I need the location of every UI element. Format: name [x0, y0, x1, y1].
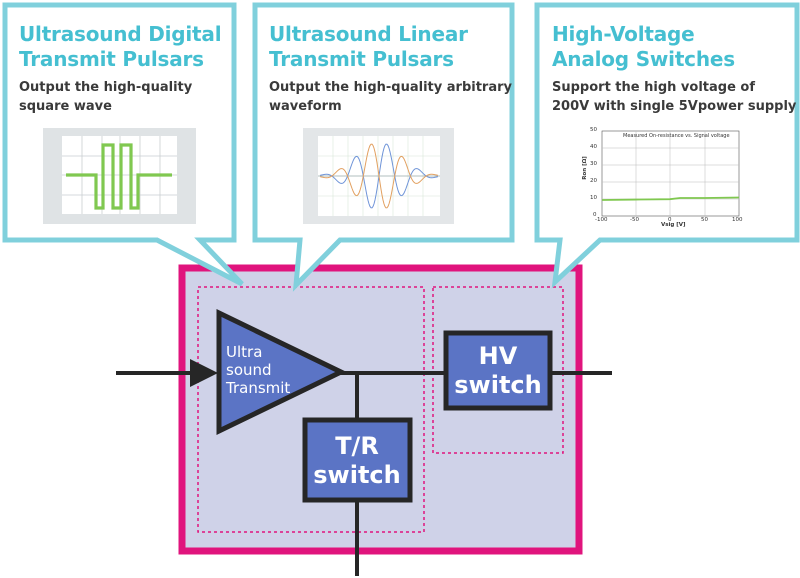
- hv-switch-title-line2: Analog Switches: [552, 47, 735, 71]
- hv-switch-block: [443, 330, 553, 411]
- plot-ylabel: Ron [Ω]: [581, 156, 588, 180]
- square-wave-thumbnail: [43, 128, 196, 224]
- transmit-amplifier: [216, 309, 347, 435]
- digital-pulsar-desc: Output the high-quality square wave: [19, 78, 192, 116]
- linear-pulsar-desc-line2: waveform: [269, 99, 342, 114]
- xtick: 50: [701, 217, 708, 223]
- linear-pulsar-title-line2: Transmit Pulsars: [269, 47, 454, 71]
- linear-pulsar-desc-line1: Output the high-quality arbitrary: [269, 80, 512, 95]
- digital-pulsar-title-line1: Ultrasound Digital: [19, 22, 222, 46]
- ytick: 20: [590, 178, 597, 184]
- linear-pulsar-title: Ultrasound Linear Transmit Pulsars: [269, 22, 468, 72]
- ytick: 30: [590, 161, 597, 167]
- xtick: -50: [630, 217, 639, 223]
- xtick: -100: [595, 217, 608, 223]
- tr-switch-label-line1: T/R: [335, 432, 379, 460]
- plot-xlabel: Vsig [V]: [661, 222, 686, 228]
- linear-pulsar-desc: Output the high-quality arbitrary wavefo…: [269, 78, 512, 116]
- input-arrow: [190, 359, 218, 387]
- hv-switch-label: HV switch: [443, 342, 553, 400]
- hv-switch-desc: Support the high voltage of 200V with si…: [552, 78, 796, 116]
- hv-switch-label-line1: HV: [478, 342, 518, 370]
- ytick: 40: [590, 144, 597, 150]
- hv-switch-desc-line2: 200V with single 5Vpower supply: [552, 99, 797, 114]
- digital-pulsar-title: Ultrasound Digital Transmit Pulsars: [19, 22, 222, 72]
- transmit-label-line2: sound: [226, 361, 272, 379]
- hv-switch-title-line1: High-Voltage: [552, 22, 695, 46]
- xtick: 0: [668, 217, 672, 223]
- hv-switch-label-line2: switch: [454, 371, 542, 399]
- arbitrary-waveform-thumbnail: [303, 128, 454, 224]
- tr-switch-block: [302, 417, 413, 503]
- switch-group-outline: [432, 286, 564, 454]
- xtick: 100: [732, 217, 743, 223]
- plot-title: Measured On-resistance vs. Signal voltag…: [623, 133, 730, 139]
- ytick: 50: [590, 127, 597, 133]
- signal-lines: [116, 371, 612, 576]
- digital-pulsar-desc-line2: square wave: [19, 99, 112, 114]
- tr-switch-label: T/R switch: [302, 432, 412, 490]
- tr-switch-label-line2: switch: [313, 461, 401, 489]
- transmit-label-line1: Ultra: [226, 343, 263, 361]
- transmit-label: Ultra sound Transmit: [226, 343, 290, 397]
- on-resistance-plot: [601, 130, 740, 217]
- ytick: 10: [590, 195, 597, 201]
- linear-pulsar-title-line1: Ultrasound Linear: [269, 22, 468, 46]
- transmit-group-outline: [197, 286, 425, 533]
- ytick: 0: [593, 212, 597, 218]
- transmit-label-line3: Transmit: [226, 379, 291, 397]
- digital-pulsar-title-line2: Transmit Pulsars: [19, 47, 204, 71]
- hv-switch-desc-line1: Support the high voltage of: [552, 80, 756, 95]
- hv-switch-title: High-Voltage Analog Switches: [552, 22, 735, 72]
- digital-pulsar-desc-line1: Output the high-quality: [19, 80, 193, 95]
